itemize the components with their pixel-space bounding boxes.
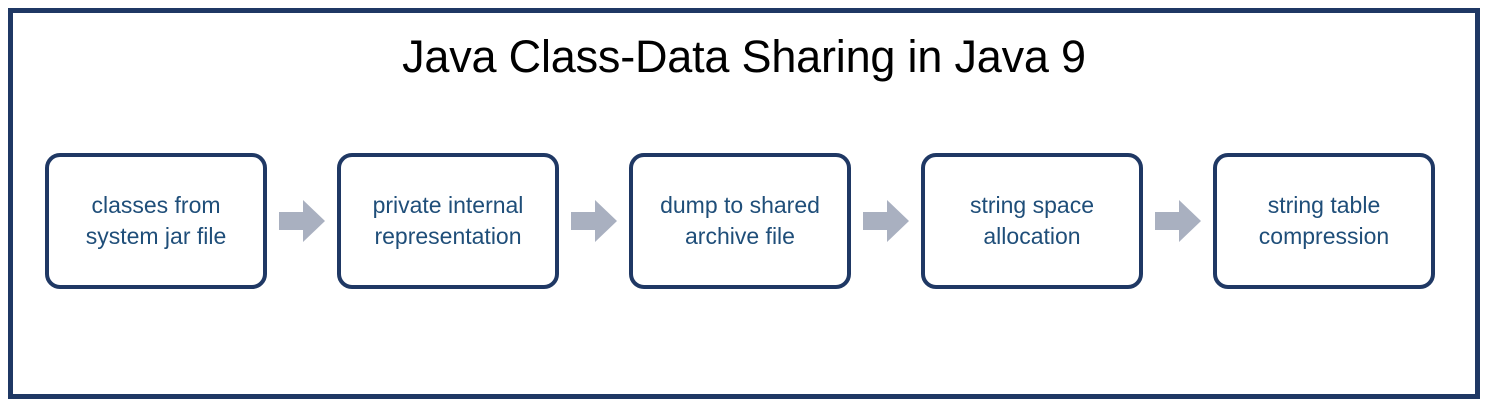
process-step-5-label: string table compression <box>1258 192 1390 249</box>
right-block-arrow-icon <box>279 197 325 245</box>
process-flow-diagram: classes from system jar file private int… <box>45 153 1457 289</box>
right-block-arrow-icon <box>571 197 617 245</box>
process-step-1-label: classes from system jar file <box>85 192 227 249</box>
process-step-3-label: dump to shared archive file <box>660 192 820 249</box>
page-title: Java Class-Data Sharing in Java 9 <box>402 31 1086 82</box>
process-step-5[interactable]: string table compression <box>1213 153 1435 289</box>
right-block-arrow-icon <box>1155 197 1201 245</box>
process-step-4[interactable]: string space allocation <box>921 153 1143 289</box>
process-step-3[interactable]: dump to shared archive file <box>629 153 851 289</box>
process-step-1[interactable]: classes from system jar file <box>45 153 267 289</box>
right-block-arrow-icon <box>863 197 909 245</box>
slide-border-frame: Java Class-Data Sharing in Java 9 classe… <box>8 8 1480 399</box>
process-step-2-label: private internal representation <box>372 192 524 249</box>
process-step-2[interactable]: private internal representation <box>337 153 559 289</box>
process-step-4-label: string space allocation <box>969 192 1094 249</box>
